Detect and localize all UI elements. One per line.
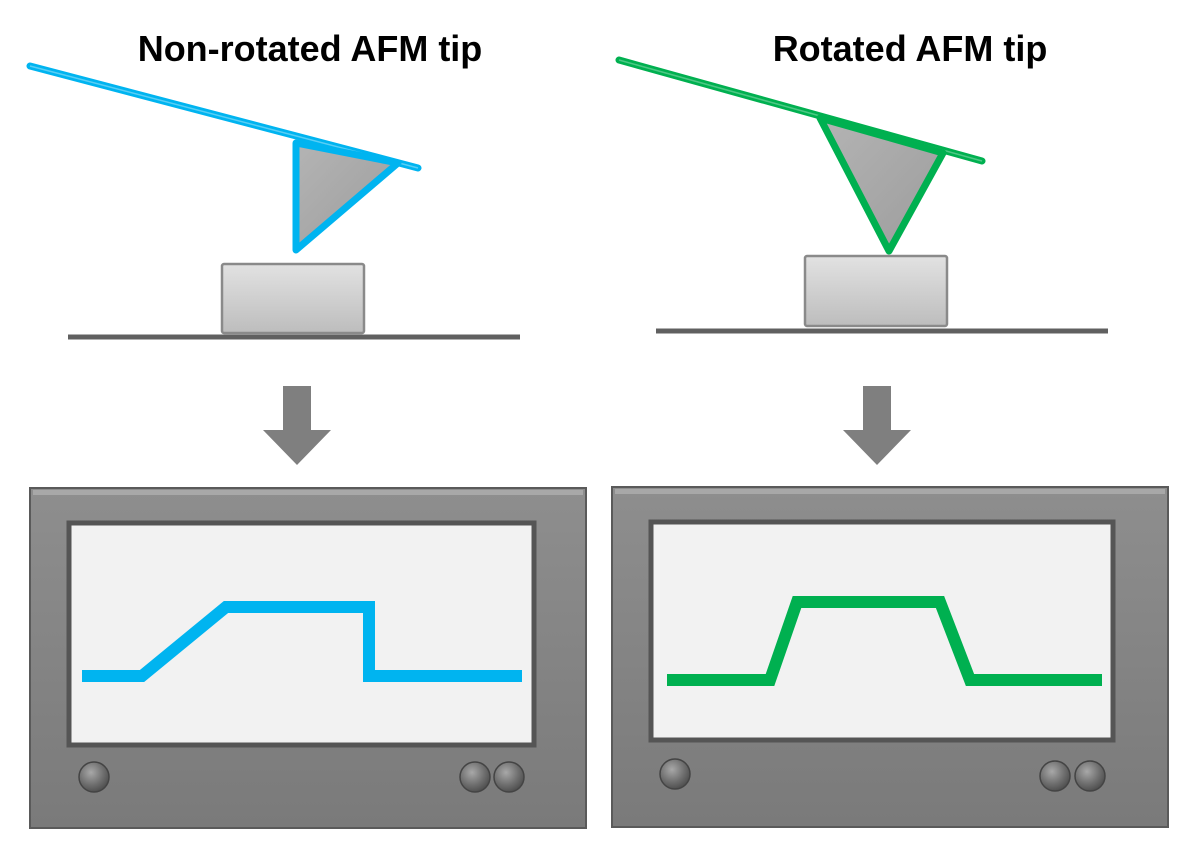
right-monitor-knob-icon [659,758,691,790]
right-profile-trace [667,596,1102,686]
left-profile-trace [82,601,522,682]
right-monitor-knob-icon [1039,760,1071,792]
left-afm-tip-icon [26,62,422,254]
left-monitor-screen [66,520,537,748]
right-monitor-knob-icon [1074,760,1106,792]
left-sample-block [220,262,366,335]
right-sample-block [803,254,949,328]
title-rotated-afm-tip: Rotated AFM tip [772,28,1048,69]
right-monitor-screen [648,519,1116,743]
right-monitor [611,486,1169,828]
left-monitor-knob-icon [78,761,110,793]
title-non-rotated-afm-tip: Non-rotated AFM tip [137,28,483,69]
right-afm-tip-icon [615,56,986,255]
right-panel [611,56,1169,828]
right-down-arrow [843,386,911,465]
left-down-arrow [263,386,331,465]
left-monitor-knob-icon [493,761,525,793]
left-monitor [29,487,587,829]
left-panel [26,62,587,829]
left-monitor-knob-icon [459,761,491,793]
